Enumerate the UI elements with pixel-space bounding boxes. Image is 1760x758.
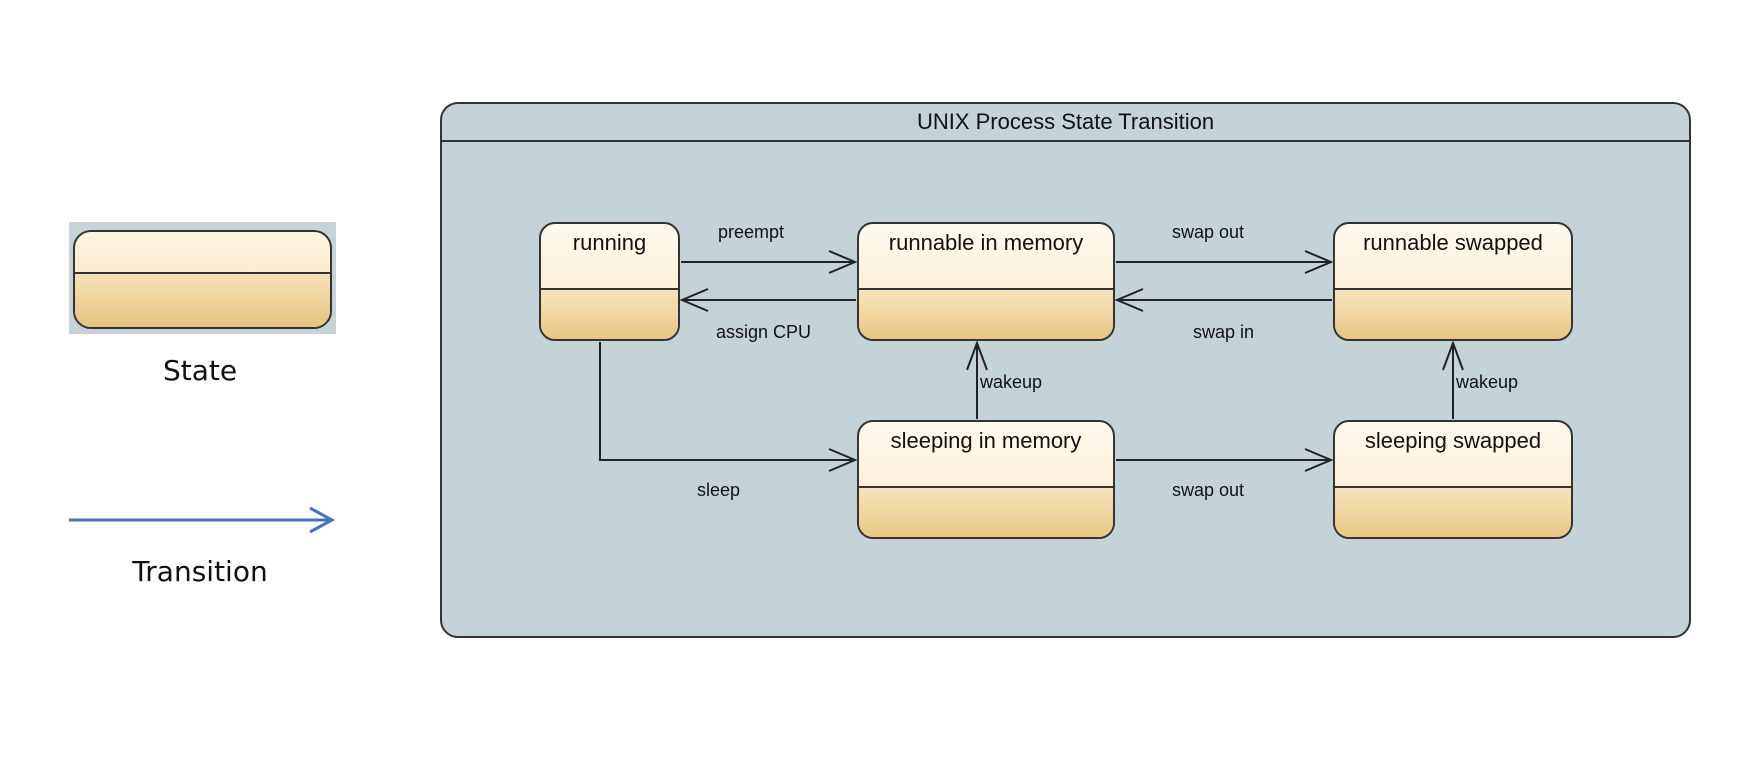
- legend-state-label: State: [162, 354, 238, 387]
- label-assign-cpu: assign CPU: [716, 322, 812, 342]
- label-swap-out-top: swap out: [1172, 222, 1245, 242]
- label-preempt: preempt: [718, 222, 785, 242]
- state-sleeping-in-memory: sleeping in memory: [857, 420, 1115, 539]
- state-sleeping-in-memory-label: sleeping in memory: [890, 428, 1082, 453]
- legend-transition-label: Transition: [132, 555, 268, 588]
- diagram-title: UNIX Process State Transition: [442, 104, 1689, 142]
- edge-preempt: [681, 250, 858, 274]
- edge-wakeup-left: [966, 340, 988, 419]
- label-sleep: sleep: [697, 480, 741, 500]
- legend-state-swatch: [73, 230, 332, 329]
- state-runnable-swapped: runnable swapped: [1333, 222, 1573, 341]
- edge-sleep: [599, 342, 858, 472]
- edge-swap-out-top: [1116, 250, 1334, 274]
- edge-assign-cpu: [679, 288, 856, 312]
- state-running-label: running: [572, 230, 647, 255]
- state-runnable-swapped-label: runnable swapped: [1363, 230, 1543, 255]
- state-sleeping-swapped: sleeping swapped: [1333, 420, 1573, 539]
- label-wakeup-left: wakeup: [980, 372, 1043, 392]
- state-runnable-in-memory: runnable in memory: [857, 222, 1115, 341]
- state-sleeping-swapped-label: sleeping swapped: [1364, 428, 1542, 453]
- label-wakeup-right: wakeup: [1456, 372, 1519, 392]
- edge-swap-out-bottom: [1116, 448, 1334, 472]
- state-running: running: [539, 222, 680, 341]
- label-swap-out-bottom: swap out: [1172, 480, 1245, 500]
- label-swap-in: swap in: [1193, 322, 1255, 342]
- state-runnable-in-memory-label: runnable in memory: [888, 230, 1084, 255]
- edge-swap-in: [1114, 288, 1332, 312]
- edge-wakeup-right: [1442, 340, 1464, 419]
- state-diagram-container: UNIX Process State Transition: [440, 102, 1691, 638]
